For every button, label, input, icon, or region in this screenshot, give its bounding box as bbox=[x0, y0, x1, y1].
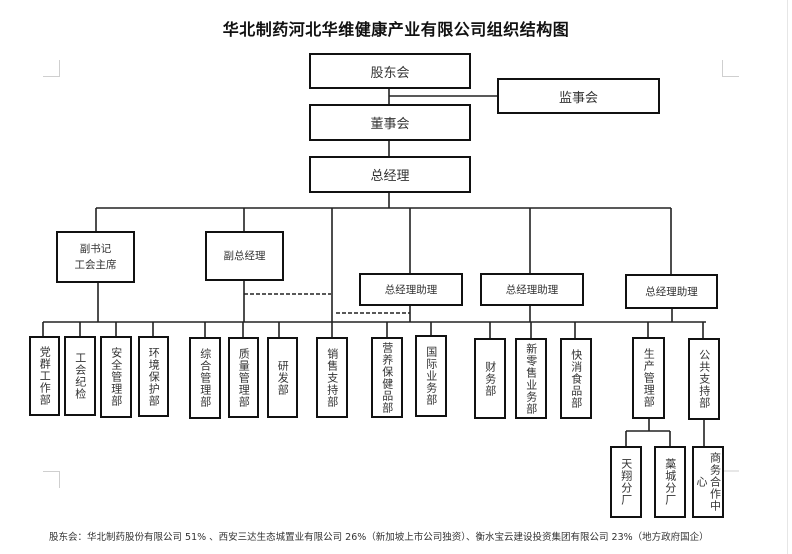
dept-union-discipline[interactable]: 工会纪检 bbox=[64, 336, 96, 416]
dept-label: 综合管理部 bbox=[198, 348, 212, 408]
node-label: 总经理 bbox=[370, 169, 410, 184]
dept-environmental-protection[interactable]: 环境保护部 bbox=[138, 336, 169, 417]
dept-label: 公共支持部 bbox=[697, 349, 711, 409]
dept-label: 环境保护部 bbox=[147, 346, 161, 407]
dept-new-retail-business[interactable]: 新零售业务部 bbox=[515, 338, 547, 419]
node-general-manager[interactable]: 总经理 bbox=[309, 156, 471, 193]
node-label: 股东会 bbox=[370, 65, 410, 81]
node-assistant-gm-2[interactable]: 总经理助理 bbox=[480, 273, 584, 306]
node-board[interactable]: 董事会 bbox=[309, 104, 471, 141]
chart-title: 华北制药河北华维健康产业有限公司组织结构图 bbox=[222, 20, 570, 39]
dept-public-support[interactable]: 公共支持部 bbox=[688, 338, 720, 420]
dept-label: 销售支持部 bbox=[325, 347, 339, 408]
node-shareholders[interactable]: 股东会 bbox=[309, 53, 471, 89]
node-deputy-secretary[interactable]: 副书记 工会主席 bbox=[56, 231, 135, 283]
node-label-line1: 副书记 bbox=[79, 243, 112, 255]
node-assistant-gm-1[interactable]: 总经理助理 bbox=[359, 273, 463, 306]
dept-fmcg-food[interactable]: 快消食品部 bbox=[560, 338, 592, 419]
dept-quality-management[interactable]: 质量管理部 bbox=[228, 337, 259, 418]
corner-mark-bottom-left bbox=[43, 471, 60, 488]
dept-label: 国际业务部 bbox=[424, 346, 438, 406]
node-label: 总经理助理 bbox=[645, 285, 698, 298]
dept-production-management[interactable]: 生产管理部 bbox=[632, 337, 665, 419]
node-label: 总经理助理 bbox=[384, 283, 438, 296]
dept-label: 工会纪检 bbox=[73, 352, 87, 400]
unit-tianxiang-branch-plant[interactable]: 天翔分厂 bbox=[610, 446, 642, 518]
unit-label: 天翔分厂 bbox=[619, 458, 633, 506]
node-label: 董事会 bbox=[370, 117, 410, 132]
dept-label: 快消食品部 bbox=[569, 348, 583, 409]
dept-safety-management[interactable]: 安全管理部 bbox=[100, 336, 132, 418]
node-assistant-gm-3[interactable]: 总经理助理 bbox=[625, 274, 718, 309]
node-label: 监事会 bbox=[558, 90, 598, 106]
unit-label: 商务合作中心 bbox=[695, 452, 722, 512]
node-label-line2: 工会主席 bbox=[74, 259, 117, 271]
corner-mark-top-right bbox=[722, 60, 739, 77]
dept-label: 质量管理部 bbox=[237, 347, 251, 408]
node-supervisors[interactable]: 监事会 bbox=[497, 78, 660, 114]
corner-mark-top-left bbox=[43, 60, 60, 77]
unit-gaocheng-branch-plant[interactable]: 藁城分厂 bbox=[654, 446, 686, 518]
page-edge bbox=[787, 0, 788, 554]
dept-label: 党群工作部 bbox=[38, 346, 52, 406]
dept-label: 生产管理部 bbox=[642, 348, 656, 408]
shareholder-note: 股东会：华北制药股份有限公司 51% 、西安三达生态城置业有限公司 26%（新加… bbox=[49, 532, 709, 543]
dept-label: 营养保健品部 bbox=[380, 341, 394, 414]
dept-finance[interactable]: 财务部 bbox=[474, 338, 506, 419]
dept-research-development[interactable]: 研发部 bbox=[267, 337, 298, 418]
unit-business-cooperation-center[interactable]: 商务合作中心 bbox=[692, 446, 724, 518]
node-label: 总经理助理 bbox=[505, 283, 559, 296]
dept-label: 安全管理部 bbox=[109, 347, 123, 407]
dept-general-management[interactable]: 综合管理部 bbox=[189, 337, 221, 419]
dept-party-mass-work[interactable]: 党群工作部 bbox=[29, 336, 60, 416]
dept-label: 新零售业务部 bbox=[524, 342, 538, 415]
node-label: 副总经理 bbox=[223, 250, 266, 262]
dept-nutrition-health-products[interactable]: 营养保健品部 bbox=[371, 337, 403, 418]
dept-label: 研发部 bbox=[276, 359, 290, 396]
dept-sales-support[interactable]: 销售支持部 bbox=[316, 337, 348, 418]
dept-label: 财务部 bbox=[483, 360, 497, 397]
dept-international-business[interactable]: 国际业务部 bbox=[415, 335, 447, 417]
unit-label: 藁城分厂 bbox=[663, 458, 677, 506]
node-deputy-general-manager[interactable]: 副总经理 bbox=[205, 231, 284, 281]
